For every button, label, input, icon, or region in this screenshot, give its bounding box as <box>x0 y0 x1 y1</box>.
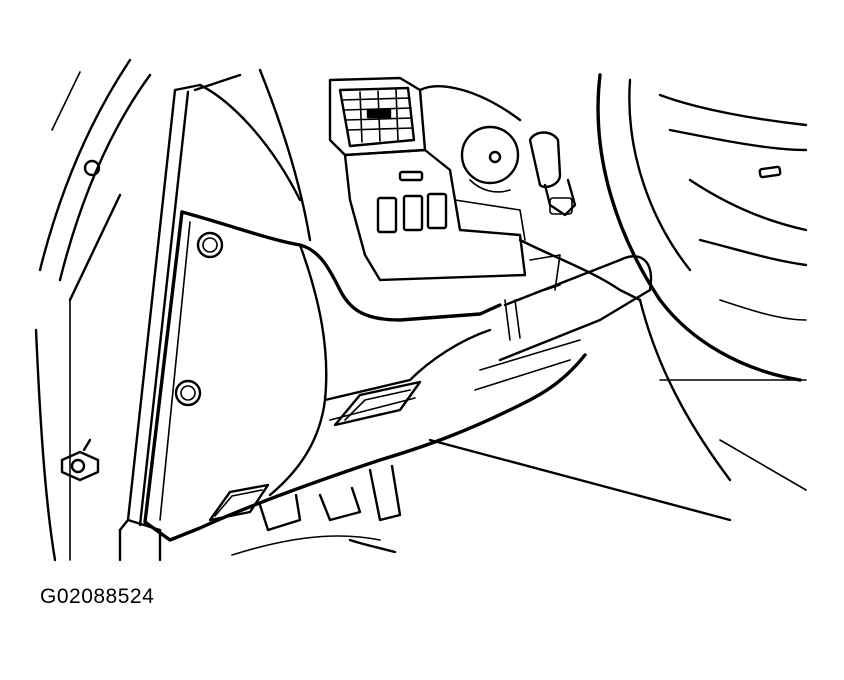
switch-panel <box>343 148 527 282</box>
wiper-lever <box>528 131 577 217</box>
lower-trim-openings <box>208 380 422 522</box>
pedal-area <box>231 464 402 556</box>
steering-column <box>474 238 653 391</box>
floor-lines <box>428 298 807 522</box>
figure-id-label: G02088524 <box>40 585 155 608</box>
steering-wheel <box>596 73 808 382</box>
upper-dash-trim <box>193 68 312 242</box>
door-latch <box>60 438 100 482</box>
knee-bolster-panel <box>143 210 587 542</box>
combination-switch-area <box>418 85 526 241</box>
door-frame <box>34 58 202 562</box>
center-air-vent <box>328 76 427 157</box>
